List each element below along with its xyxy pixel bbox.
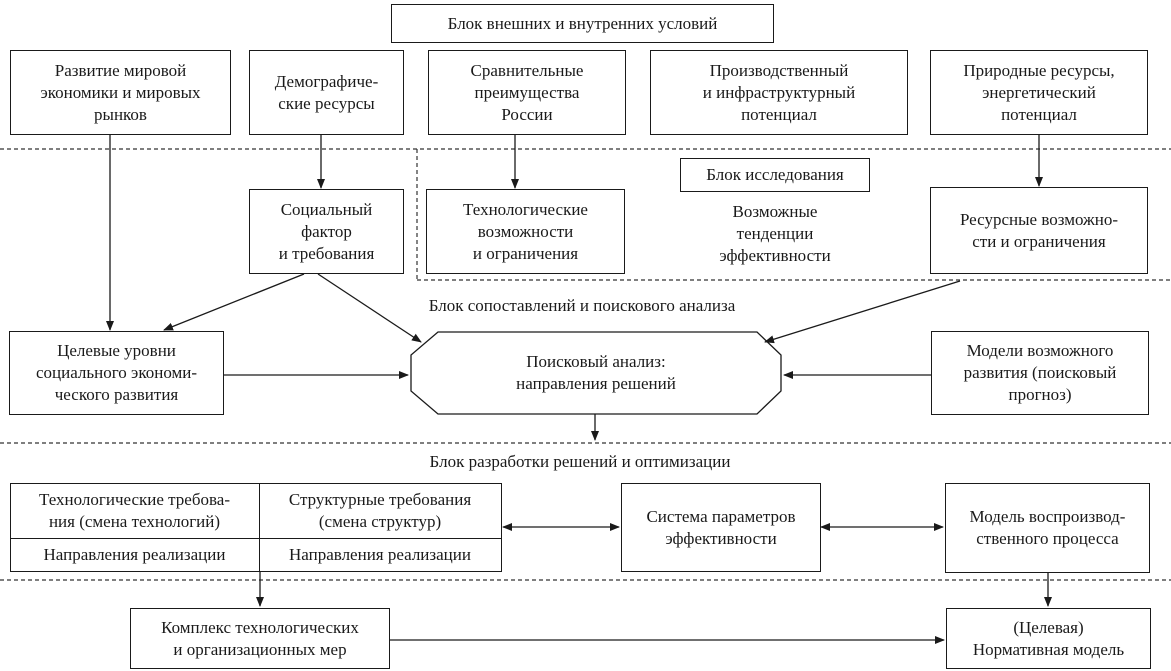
possible-development-models-box: Модели возможного развития (поисковый пр… (931, 331, 1149, 415)
efficiency-params-box: Система параметров эффективности (621, 483, 821, 572)
struct-implementation-cell: Направления реализации (289, 544, 471, 564)
demographic-box: Демографиче- ские ресурсы (249, 50, 404, 135)
development-block-title: Блок разработки решений и оптимизации (429, 452, 731, 471)
tech-requirements-cell: Технологические требова- ния (смена техн… (38, 489, 231, 531)
normative-model-box: (Целевая) Нормативная модель (946, 608, 1151, 669)
arrow-resource-to-search (764, 280, 961, 344)
target-levels-box: Целевые уровни социального экономи- ческ… (9, 331, 224, 415)
conditions-block-title: Блок внешних и внутренних условий (391, 4, 774, 43)
measures-complex-box: Комплекс технологических и организационн… (130, 608, 390, 669)
resource-capabilities-box: Ресурсные возможно- сти и ограничения (930, 187, 1148, 274)
tech-implementation-cell: Направления реализации (43, 544, 226, 564)
comparison-block-title: Блок сопоставлений и поискового анализа (428, 296, 736, 315)
requirements-table (10, 483, 502, 572)
arrow-social-to-search (317, 273, 422, 343)
research-block-title: Блок исследования (680, 158, 870, 192)
struct-requirements-cell: Структурные требования (смена структур) (288, 489, 472, 531)
world-economy-box: Развитие мировой экономики и мировых рын… (10, 50, 231, 135)
reproduction-model-box: Модель воспроизвод- ственного процесса (945, 483, 1150, 573)
tech-capabilities-box: Технологические возможности и ограничени… (426, 189, 625, 274)
efficiency-trends-text: Возможные тенденции эффективности (719, 202, 831, 265)
search-analysis-text: Поисковый анализ: направления решений (516, 352, 676, 393)
advantages-box: Сравнительные преимущества России (428, 50, 626, 135)
natural-resources-box: Природные ресурсы, энергетический потенц… (930, 50, 1148, 135)
arrow-social-to-target (163, 273, 305, 331)
social-factor-box: Социальный фактор и требования (249, 189, 404, 274)
production-box: Производственный и инфраструктурный поте… (650, 50, 908, 135)
